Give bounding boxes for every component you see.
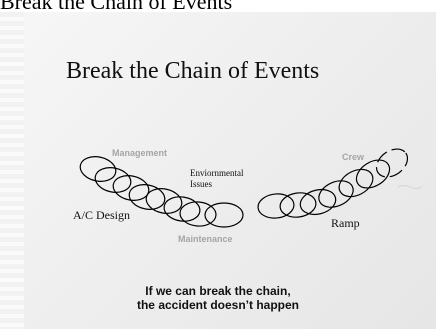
label-management: Management: [112, 148, 167, 158]
slide: Break the Chain of Events Management Env…: [0, 12, 436, 329]
chain-link: [205, 203, 243, 227]
chain-link: [334, 164, 377, 202]
label-crew: Crew: [342, 152, 364, 162]
chain-link: [371, 143, 413, 182]
label-environmental-line2: Issues: [190, 179, 212, 189]
caption-line-2: the accident doesn’t happen: [0, 298, 436, 312]
chain-link: [298, 186, 339, 218]
chain-link: [78, 154, 118, 185]
label-ac-design: A/C Design: [73, 208, 130, 223]
label-ramp: Ramp: [331, 216, 360, 231]
caption-line-1: If we can break the chain,: [0, 284, 436, 298]
label-environmental-line1: Enviornmental: [190, 168, 244, 178]
broken-link-fragment: [398, 186, 422, 189]
chain-link: [93, 165, 133, 196]
label-maintenance: Maintenance: [178, 234, 233, 244]
chain-link: [315, 176, 358, 213]
chain-link: [111, 173, 151, 204]
